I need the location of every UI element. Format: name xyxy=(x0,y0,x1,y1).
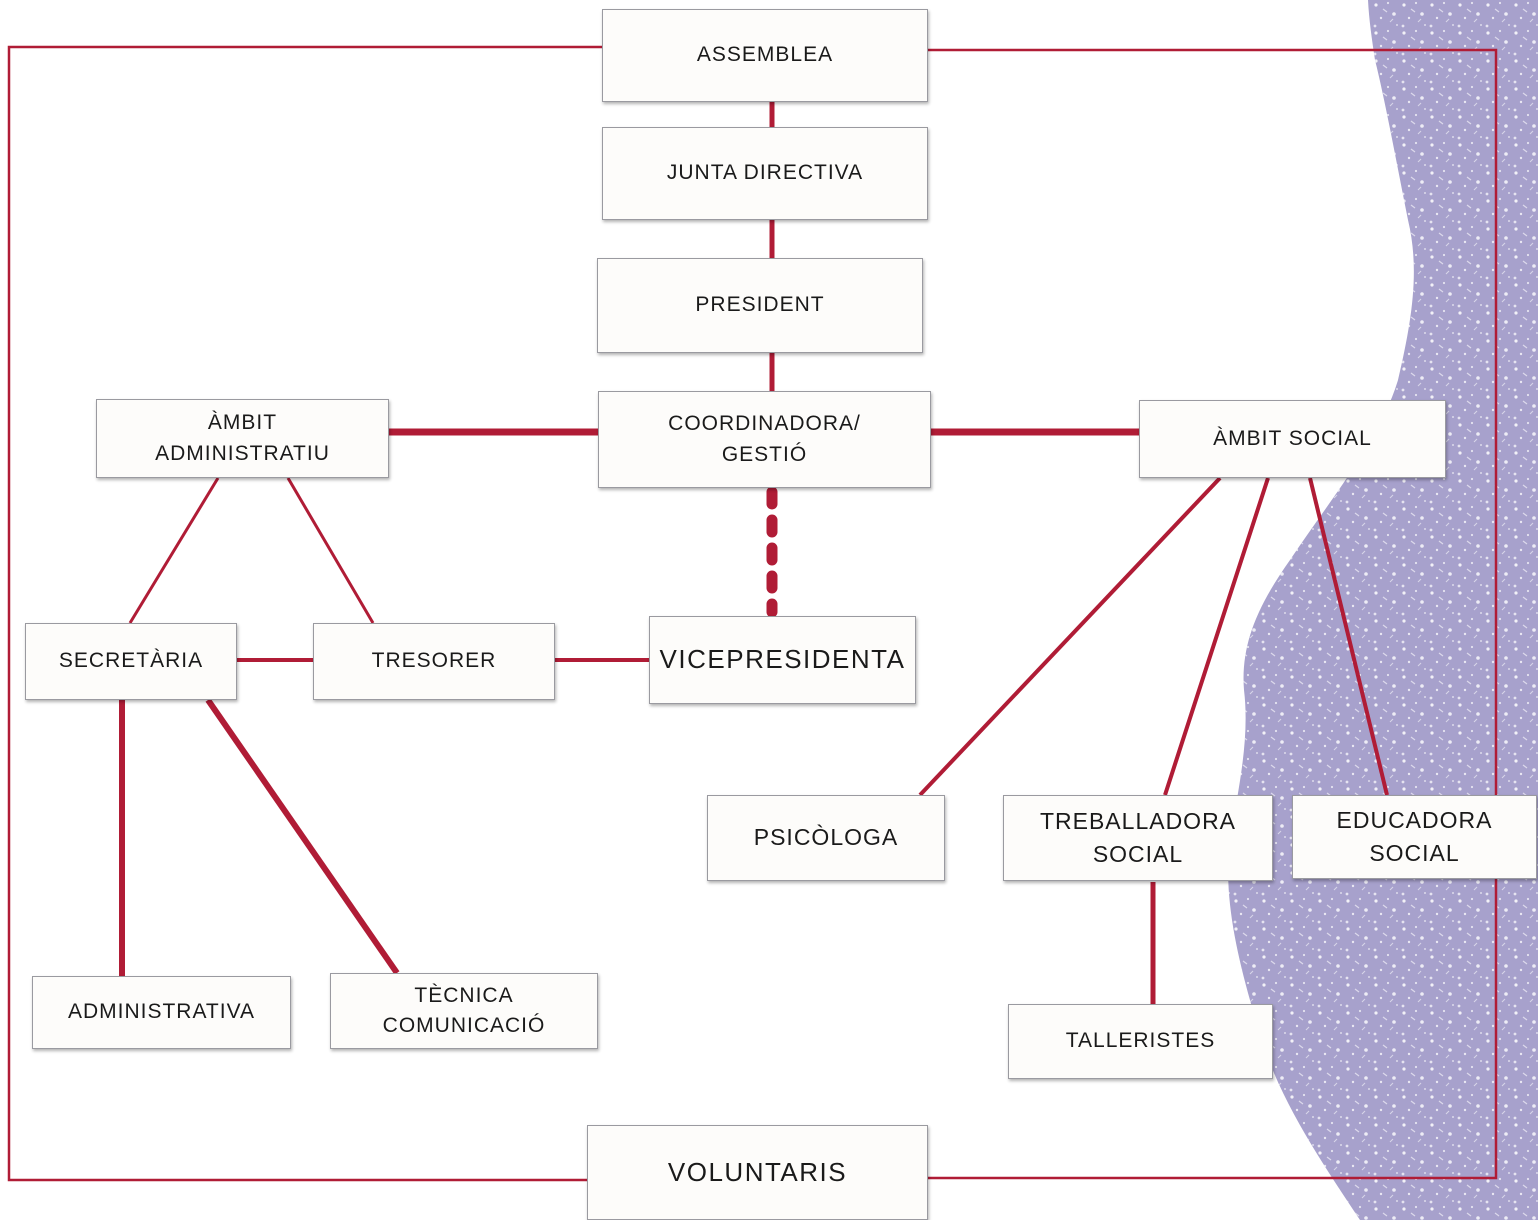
edge-administratiu-secretaria xyxy=(128,477,220,624)
node-treballadora-social: TREBALLADORA SOCIAL xyxy=(1003,795,1273,881)
node-junta-directiva-label: JUNTA DIRECTIVA xyxy=(666,161,864,185)
edge-social-educadora xyxy=(1308,477,1389,796)
node-president-label: PRESIDENT xyxy=(695,293,825,317)
node-vicepresidenta-label: VICEPRESIDENTA xyxy=(659,644,906,675)
edge-secretaria-tecnica xyxy=(205,698,400,975)
node-treballadora-social-line1: TREBALLADORA xyxy=(1039,807,1237,834)
node-coordinadora-line2: GESTIÓ xyxy=(721,442,808,466)
node-coordinadora: COORDINADORA/ GESTIÓ xyxy=(598,391,931,488)
node-ambit-administratiu-line2: ADMINISTRATIU xyxy=(155,441,330,465)
node-psicologa: PSICÒLOGA xyxy=(707,795,945,881)
node-educadora-social-line2: SOCIAL xyxy=(1369,840,1460,866)
node-secretaria-label: SECRETÀRIA xyxy=(58,649,204,673)
node-voluntaris: VOLUNTARIS xyxy=(587,1125,928,1220)
edge-social-psicologa xyxy=(918,476,1222,797)
node-voluntaris-label: VOLUNTARIS xyxy=(667,1156,848,1187)
node-treballadora-social-line2: SOCIAL xyxy=(1092,841,1184,867)
node-tecnica-comunicacio-line1: TÈCNICA xyxy=(414,983,514,1007)
node-talleristes-label: TALLERISTES xyxy=(1065,1029,1216,1053)
node-ambit-administratiu: ÀMBIT ADMINISTRATIU xyxy=(96,399,389,478)
edge-administratiu-tresorer xyxy=(286,477,375,624)
node-tresorer: TRESORER xyxy=(313,623,555,700)
node-tecnica-comunicacio-line2: COMUNICACIÓ xyxy=(382,1014,546,1037)
node-vicepresidenta: VICEPRESIDENTA xyxy=(649,616,916,704)
frame-lines xyxy=(7,45,1498,1182)
admin-branch-lines xyxy=(119,477,649,976)
blob-texture xyxy=(1228,0,1538,1220)
node-secretaria: SECRETÀRIA xyxy=(25,623,237,700)
node-educadora-social-line1: EDUCADORA xyxy=(1336,806,1493,833)
node-ambit-administratiu-line1: ÀMBIT xyxy=(207,411,278,435)
node-assemblea: ASSEMBLEA xyxy=(602,9,928,102)
frame-right xyxy=(928,48,1498,1180)
node-coordinadora-line1: COORDINADORA/ xyxy=(668,412,861,436)
node-tresorer-label: TRESORER xyxy=(371,649,497,673)
node-administrativa: ADMINISTRATIVA xyxy=(32,976,291,1049)
node-assemblea-label: ASSEMBLEA xyxy=(696,43,834,67)
social-branch-lines xyxy=(918,476,1389,1004)
node-tecnica-comunicacio: TÈCNICA COMUNICACIÓ xyxy=(330,973,598,1049)
node-talleristes: TALLERISTES xyxy=(1008,1004,1273,1079)
node-president: PRESIDENT xyxy=(597,258,923,353)
frame-left xyxy=(7,45,603,1182)
node-psicologa-label: PSICÒLOGA xyxy=(753,824,899,851)
node-administrativa-label: ADMINISTRATIVA xyxy=(67,1000,256,1024)
node-ambit-social-label: ÀMBIT SOCIAL xyxy=(1213,426,1372,450)
decorative-blob xyxy=(1228,0,1538,1220)
edge-social-treballadora xyxy=(1163,477,1270,796)
node-educadora-social: EDUCADORA SOCIAL xyxy=(1292,795,1537,879)
node-ambit-social: ÀMBIT SOCIAL xyxy=(1139,400,1446,478)
node-junta-directiva: JUNTA DIRECTIVA xyxy=(602,127,928,220)
